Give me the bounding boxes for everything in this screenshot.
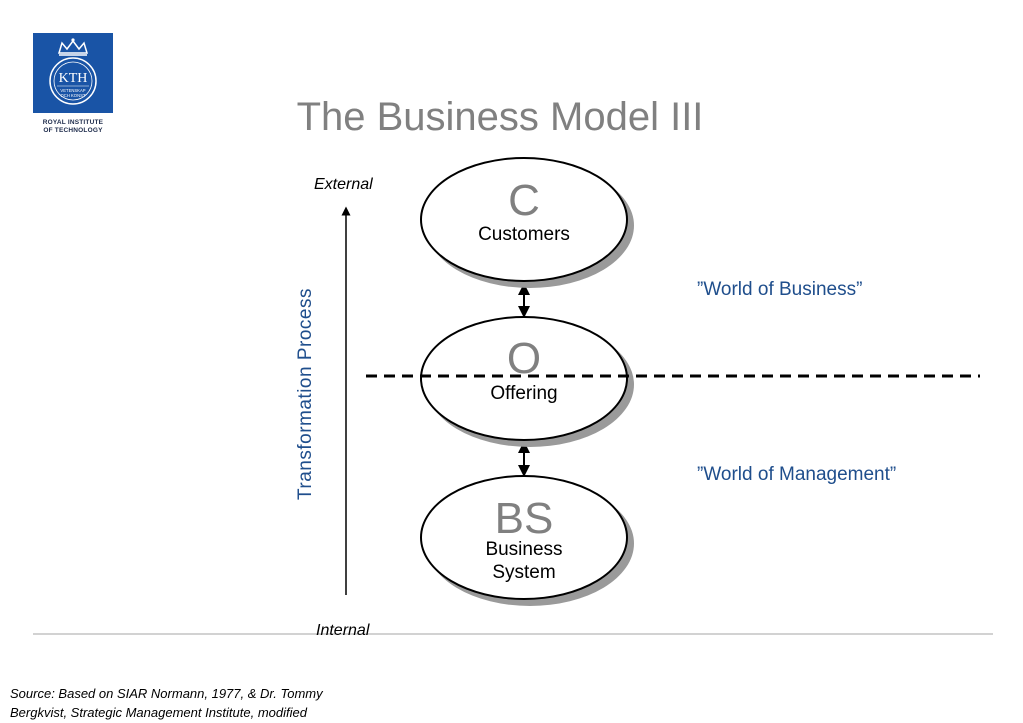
node-label: Offering — [490, 383, 558, 404]
logo-caption-line2: OF TECHNOLOGY — [43, 127, 103, 134]
node-label-line2: System — [492, 562, 556, 583]
page-title: The Business Model III — [296, 95, 704, 139]
logo-caption-line1: ROYAL INSTITUTE — [42, 119, 104, 126]
logo-caption: ROYAL INSTITUTE OF TECHNOLOGY — [26, 119, 120, 135]
node-letter: C — [508, 176, 540, 225]
axis-bottom-label: Internal — [316, 622, 370, 639]
source-line1: Source: Based on SIAR Normann, 1977, & D… — [10, 686, 323, 701]
node-letter: BS — [494, 494, 554, 543]
world-of-business-label: ”World of Business” — [697, 279, 863, 300]
node-label: Customers — [478, 224, 570, 245]
node-customers: C Customers — [420, 157, 628, 282]
source-note: Source: Based on SIAR Normann, 1977, & D… — [10, 684, 370, 722]
logo-seal-line1: VETENSKAP — [60, 88, 85, 93]
node-label-line1: Business — [485, 539, 563, 560]
logo-kth-text: KTH — [59, 71, 88, 86]
crown-seal-icon: KTH VETENSKAP OCH KONST — [49, 38, 97, 105]
kth-logo: KTH VETENSKAP OCH KONST — [33, 33, 113, 113]
node-offering: O Offering — [420, 316, 628, 441]
node-business-system: BS Business System — [420, 475, 628, 600]
world-of-management-label: ”World of Management” — [697, 464, 897, 485]
source-line2: Bergkvist, Strategic Management Institut… — [10, 705, 307, 720]
node-letter: O — [506, 334, 542, 383]
logo-seal-line2: OCH KONST — [61, 93, 86, 98]
axis-top-label: External — [314, 176, 373, 193]
